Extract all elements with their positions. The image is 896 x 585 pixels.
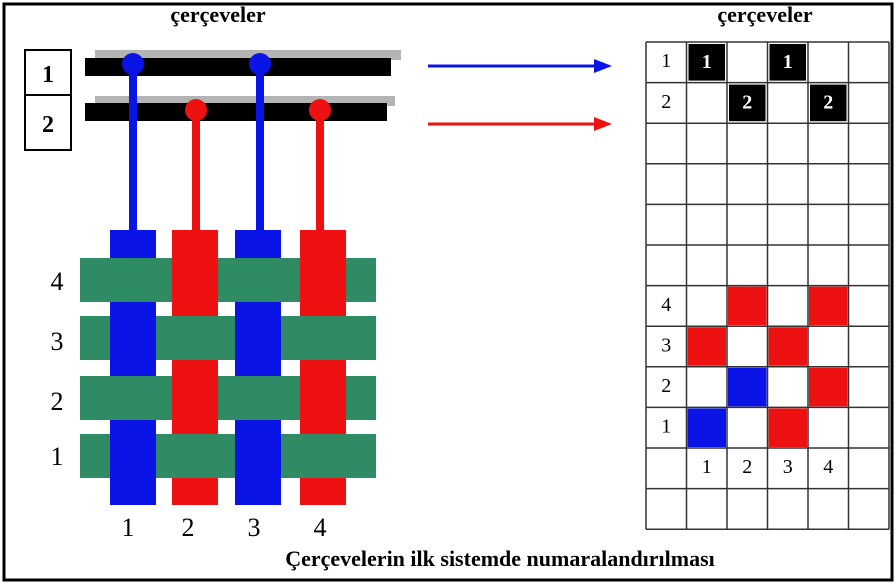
- draft-grid: 1 1 1 2 2 2 4 3 2 1 1 2 3 4: [645, 41, 890, 530]
- warp-3-over-weft-3: [235, 316, 281, 360]
- column-label-3: 3: [783, 456, 793, 478]
- warp-label-3: 3: [248, 513, 261, 542]
- warp-4-over-weft-2: [300, 376, 346, 420]
- column-label-4: 4: [823, 456, 833, 478]
- frame-cell-number-2-2: 2: [742, 92, 752, 114]
- heald-wire-4: [316, 110, 324, 234]
- weave-cell-1-3: [768, 408, 807, 447]
- heald-wire-1: [129, 64, 137, 234]
- frame-cell-number-1-3: 1: [783, 51, 793, 73]
- left-title: çerçeveler: [170, 2, 265, 27]
- frame-cell-2-4: [810, 84, 847, 122]
- warp-3-over-weft-1: [235, 434, 281, 478]
- warp-label-2: 2: [182, 513, 195, 542]
- warp-label-4: 4: [314, 513, 327, 542]
- weave-cell-1-1: [687, 408, 726, 447]
- frame-cell-number-1-1: 1: [702, 51, 712, 73]
- heald-wire-2: [192, 110, 200, 234]
- weave-row-label-4: 4: [661, 294, 671, 316]
- weave-row-label-2: 2: [661, 375, 671, 397]
- weave-row-label-1: 1: [661, 416, 671, 438]
- warp-label-1: 1: [122, 513, 135, 542]
- weave-cell-4-4: [809, 286, 848, 326]
- weft-label-4: 4: [51, 267, 64, 296]
- frame-row-label-1: 1: [661, 50, 671, 72]
- frame-bar-1: [85, 58, 391, 76]
- weave-cell-3-3: [768, 327, 807, 366]
- weave-cell-3-1: [687, 327, 726, 366]
- frame-cell-1-1: [688, 44, 725, 81]
- heald-wire-3: [256, 64, 264, 234]
- weave-cell-4-2: [728, 286, 767, 326]
- weft-label-3: 3: [51, 327, 64, 356]
- weave-warps-over: [110, 258, 346, 478]
- weave-cell-2-2: [728, 367, 767, 407]
- frame-bar-shadow-2: [95, 96, 395, 106]
- warp-4-over-weft-4: [300, 258, 346, 302]
- heald-eye-4: [309, 99, 331, 121]
- left-panel: çerçeveler 1 2: [24, 2, 401, 542]
- warp-1-over-weft-1: [110, 434, 156, 478]
- weave-cell-2-4: [809, 367, 848, 407]
- arrows: [428, 59, 612, 131]
- frame-bar-shadow-1: [95, 50, 401, 60]
- column-label-2: 2: [742, 456, 752, 478]
- blue-arrow-head: [594, 59, 612, 73]
- warp-2-over-weft-4: [172, 258, 218, 302]
- frame-cell-2-2: [729, 84, 766, 122]
- red-arrow-head: [594, 117, 612, 131]
- weave-row-label-3: 3: [661, 334, 671, 356]
- right-title: çerçeveler: [717, 2, 812, 27]
- frame-cell-1-3: [769, 44, 806, 81]
- frame-row-label-2: 2: [661, 91, 671, 113]
- weft-label-1: 1: [51, 442, 64, 471]
- frame-label-box-2: [24, 94, 72, 151]
- heald-eye-1: [122, 53, 144, 75]
- heald-eye-2: [185, 99, 207, 121]
- frame-label-1: 1: [42, 62, 54, 88]
- weft-label-2: 2: [51, 387, 64, 416]
- caption: Çerçevelerin ilk sistemde numaralandırıl…: [285, 546, 715, 571]
- heald-eye-3: [249, 53, 271, 75]
- frame-cell-number-2-4: 2: [823, 92, 833, 114]
- warp-2-over-weft-2: [172, 376, 218, 420]
- frame-label-2: 2: [42, 112, 54, 138]
- column-label-1: 1: [702, 456, 712, 478]
- warp-1-over-weft-3: [110, 316, 156, 360]
